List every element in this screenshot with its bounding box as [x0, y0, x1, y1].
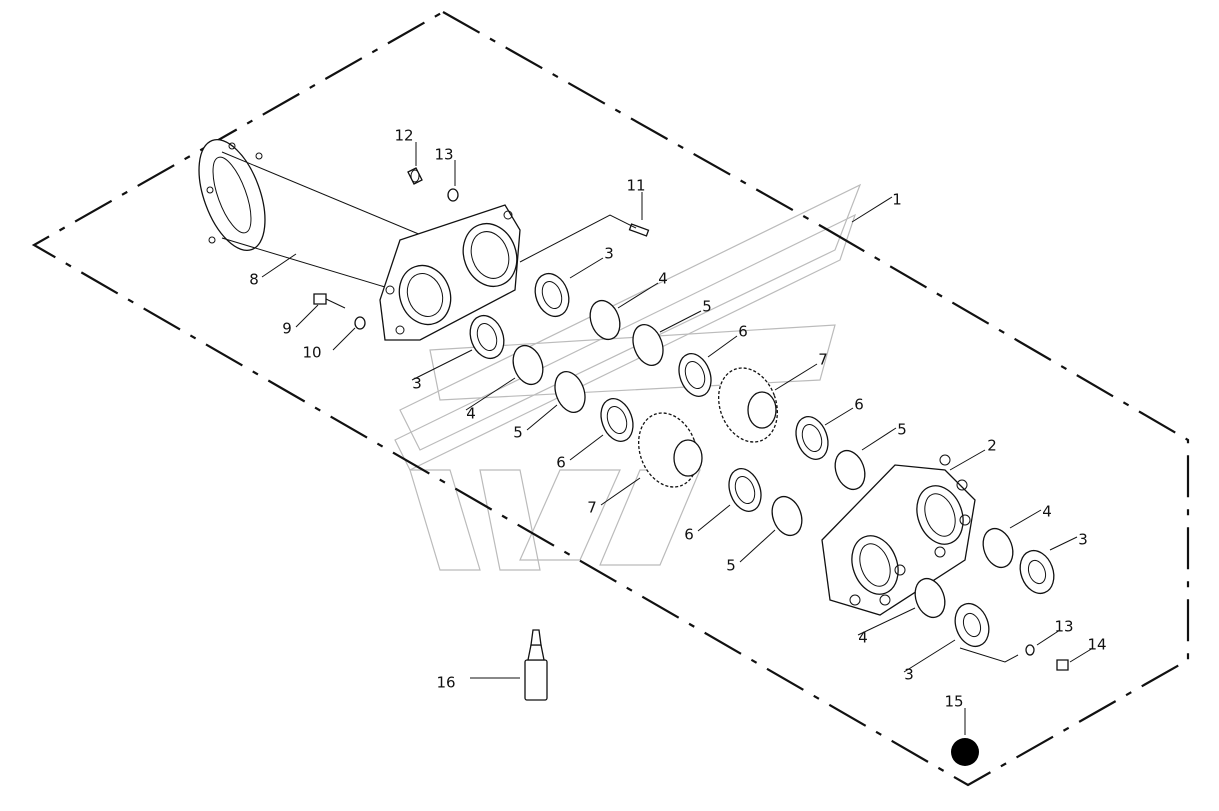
callout-c6d: 6 — [684, 526, 694, 544]
callout-c10: 10 — [302, 344, 321, 362]
part-2-rear-housing — [821, 454, 976, 616]
callout-c7a: 7 — [818, 351, 828, 369]
part-12-plug-screw — [407, 167, 423, 185]
callout-c8: 8 — [249, 271, 259, 289]
callout-c14: 14 — [1087, 636, 1106, 654]
callout-c5c: 5 — [897, 421, 907, 439]
callout-c13b: 13 — [1054, 618, 1073, 636]
callout-c5d: 5 — [726, 557, 736, 575]
right-side-rings — [914, 527, 1069, 671]
part-9-bolt — [313, 293, 346, 309]
callout-c4a: 4 — [658, 270, 668, 288]
callout-c3a: 3 — [604, 245, 614, 263]
callout-c13a: 13 — [434, 146, 453, 164]
part-15-dot — [951, 738, 979, 766]
callout-c4b: 4 — [466, 405, 476, 423]
callout-c6b: 6 — [556, 454, 566, 472]
part-13-washer-top — [447, 188, 459, 202]
callout-c5b: 5 — [513, 424, 523, 442]
upper-shaft-parts — [534, 272, 866, 491]
callout-c6c: 6 — [854, 396, 864, 414]
callout-c3c: 3 — [1078, 531, 1088, 549]
part-10-washer — [354, 316, 366, 330]
callout-c4c: 4 — [1042, 503, 1052, 521]
leader-lines — [261, 142, 1094, 735]
callout-c7b: 7 — [587, 499, 597, 517]
callout-c9: 9 — [282, 320, 292, 338]
callout-c3b: 3 — [412, 375, 422, 393]
callout-c1: 1 — [892, 191, 902, 209]
callout-c2: 2 — [987, 437, 997, 455]
lower-shaft-parts — [469, 314, 803, 537]
part-16-sealant-tube — [524, 629, 548, 701]
callout-c16: 16 — [436, 674, 455, 692]
group-boundary-outline — [31, 11, 1190, 787]
callout-c11: 11 — [626, 177, 645, 195]
callout-c12: 12 — [394, 127, 413, 145]
callout-c5a: 5 — [702, 298, 712, 316]
callout-c4d: 4 — [858, 629, 868, 647]
callout-c6a: 6 — [738, 323, 748, 341]
part-8-tube-and-cover — [198, 139, 521, 341]
callout-c15: 15 — [944, 693, 963, 711]
callout-c3d: 3 — [904, 666, 914, 684]
